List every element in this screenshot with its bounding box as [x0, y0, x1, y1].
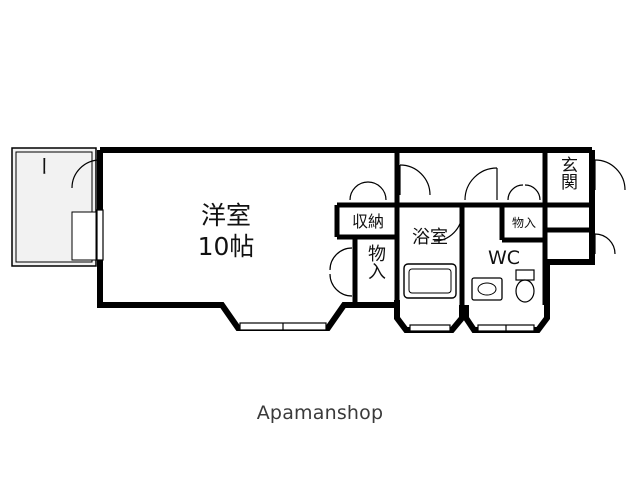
wc-label: WC: [488, 247, 520, 269]
balcony: [11, 147, 97, 267]
windows: [96, 209, 535, 332]
toilet: [515, 269, 535, 303]
balcony-label: バルコニー: [31, 156, 62, 240]
small-closet-label: 物入: [512, 216, 536, 230]
bath-label: 浴室: [412, 227, 448, 248]
western-room-size-label: 10帖: [198, 232, 255, 261]
wash-basin: [471, 277, 503, 301]
western-room-label: 洋室: [201, 201, 251, 230]
closet-label: 物入: [365, 244, 386, 280]
entrance-label: 玄関: [557, 156, 577, 190]
watermark: Apamanshop: [256, 402, 384, 424]
bathtub: [403, 263, 457, 299]
storage-label: 収納: [352, 212, 384, 231]
doors: [71, 159, 626, 297]
